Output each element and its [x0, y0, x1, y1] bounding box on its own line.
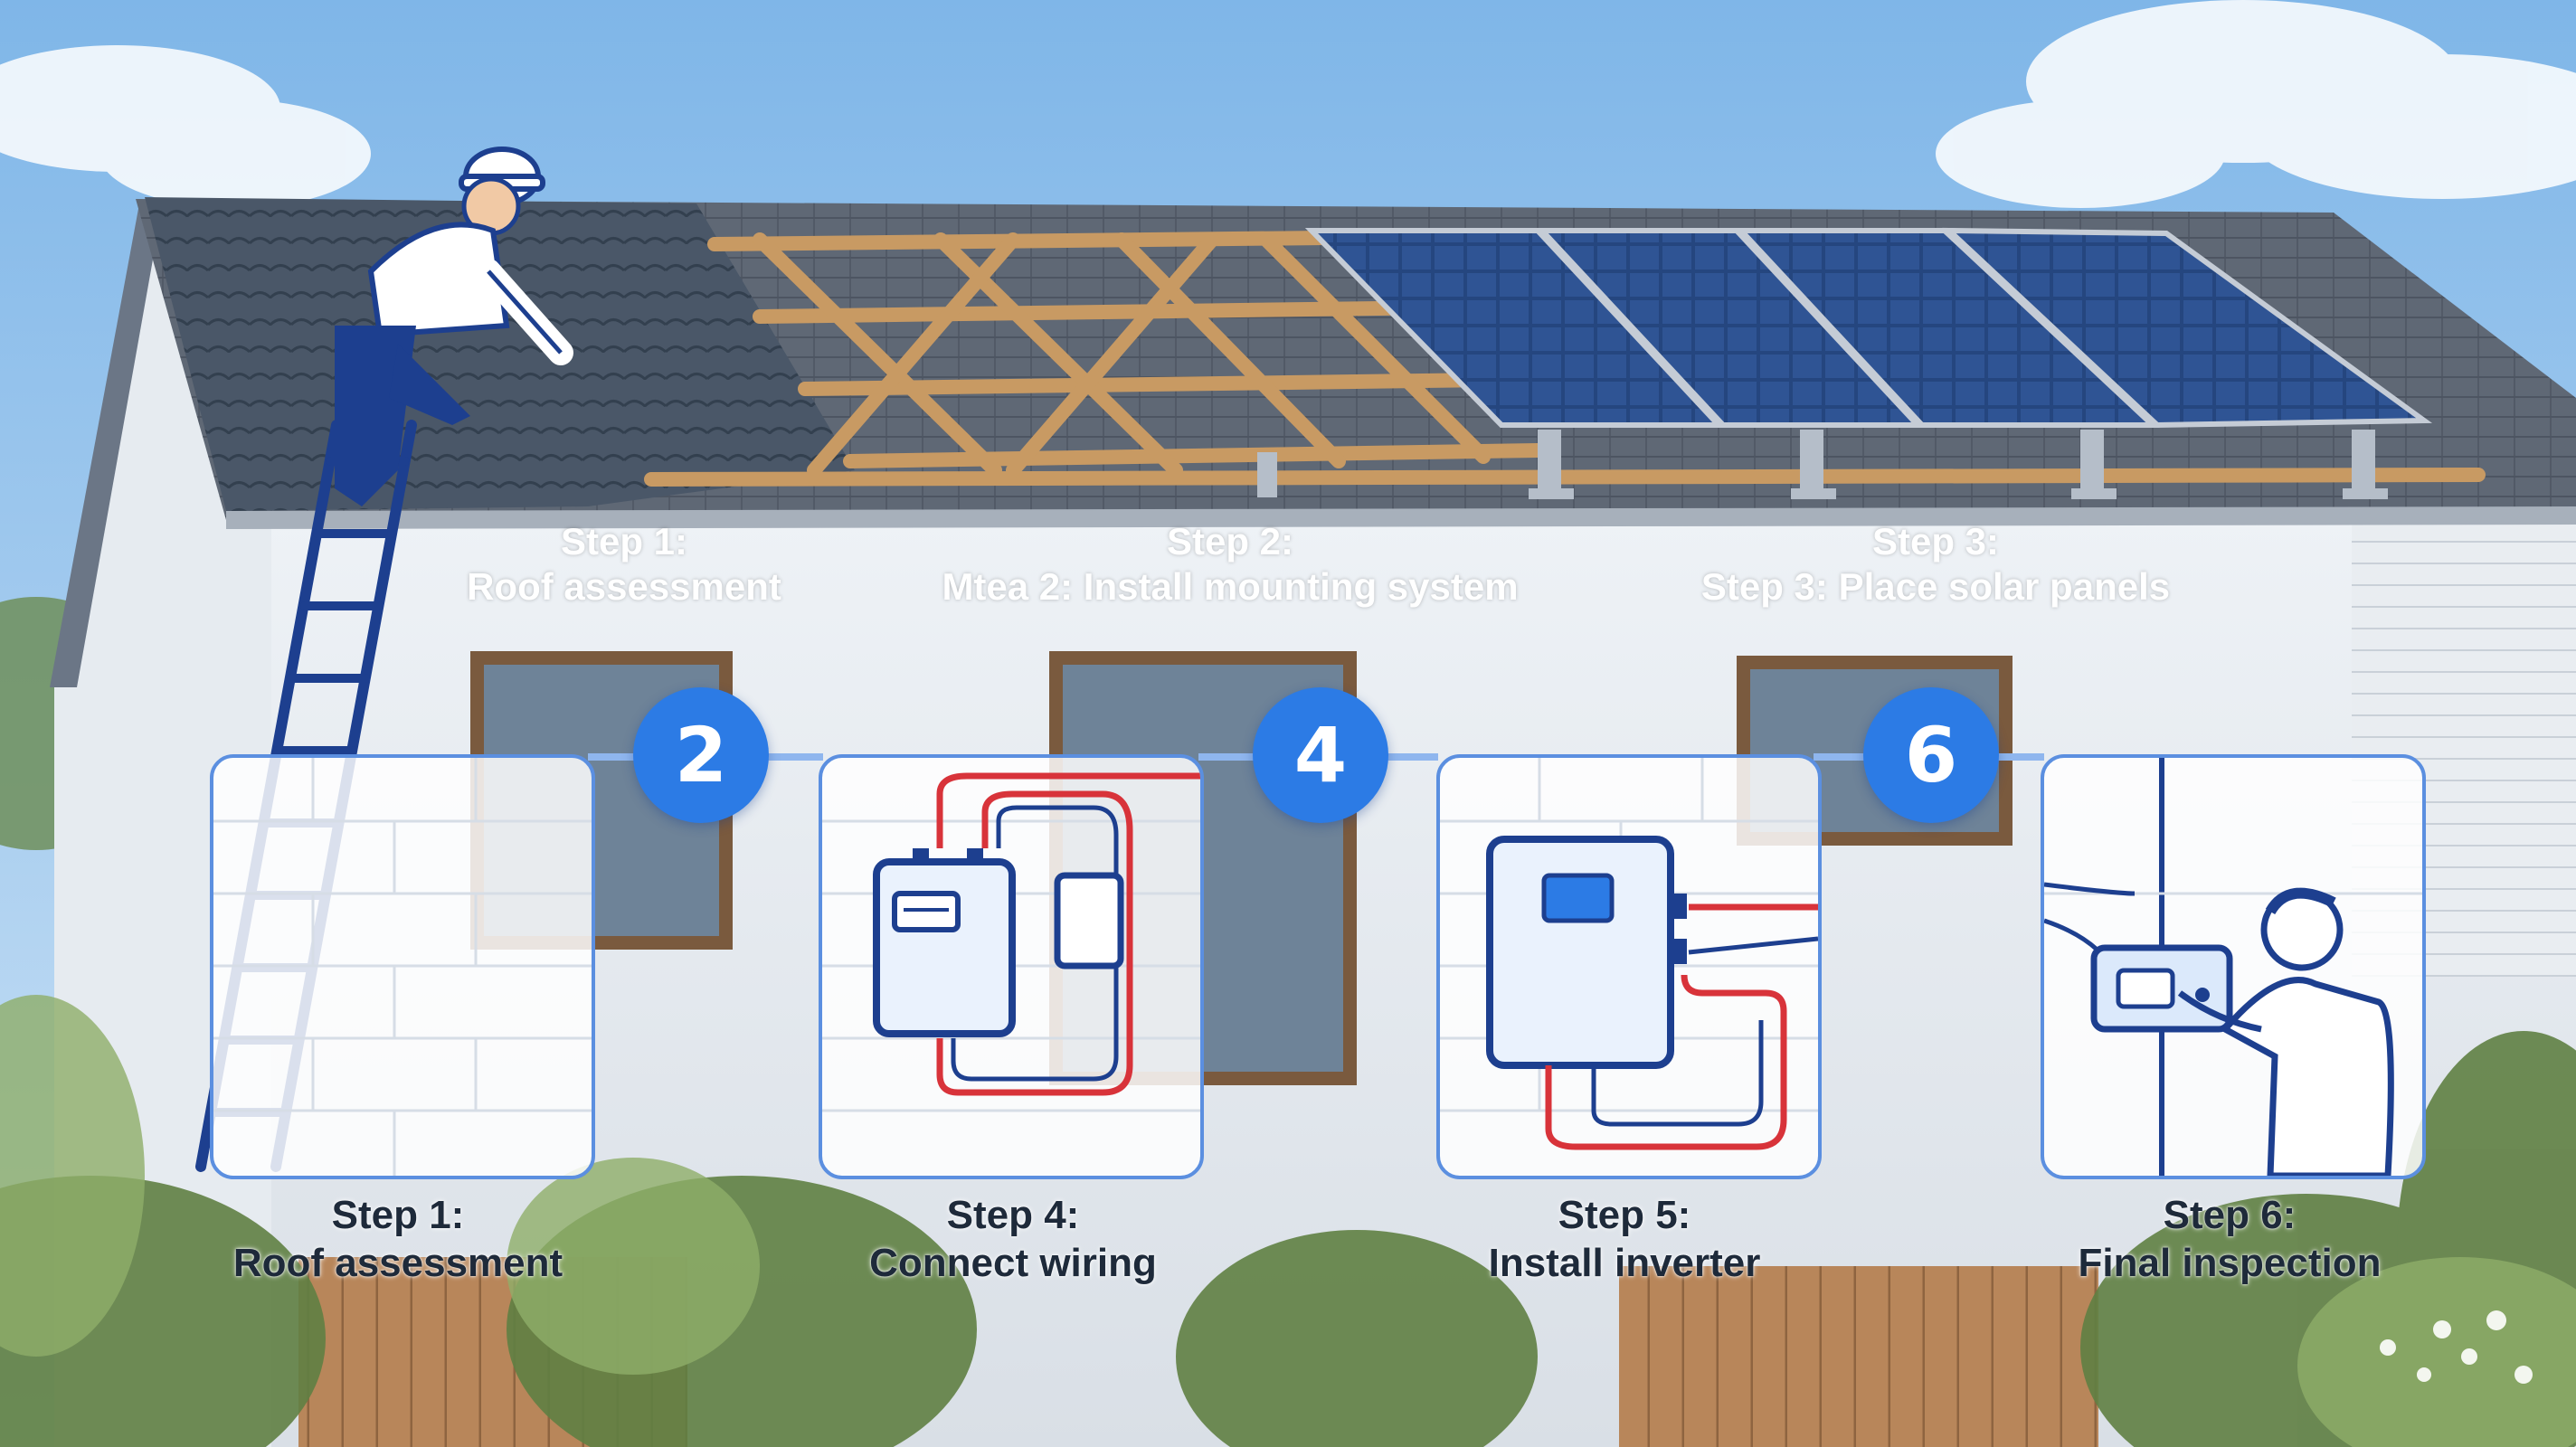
- bottom-step-5-title: Step 5:: [1558, 1193, 1691, 1237]
- step-badge-6: 6: [1863, 687, 1999, 823]
- top-step-2-subtitle: Mtea 2: Install mounting system: [942, 565, 1519, 609]
- step-1-card: [210, 754, 595, 1179]
- meter-wiring-icon: [822, 772, 1200, 1112]
- bottom-step-1-caption: Step 1: Roof assessment: [181, 1192, 615, 1288]
- bottom-step-1-subtitle: Roof assessment: [232, 1240, 564, 1285]
- step-badge-2: 2: [633, 687, 769, 823]
- step-5-card: [1436, 754, 1822, 1179]
- bottom-step-4-caption: Step 4: Connect wiring: [796, 1192, 1230, 1288]
- top-step-3-caption: Step 3: Step 3: Place solar panels: [1628, 519, 2243, 610]
- top-step-3-subtitle: Step 3: Place solar panels: [1700, 565, 2171, 609]
- bottom-step-5-subtitle: Install inverter: [1488, 1240, 1761, 1285]
- step-6-card: [2041, 754, 2426, 1179]
- top-step-1-title: Step 1:: [560, 520, 688, 563]
- top-step-1-caption: Step 1: Roof assessment: [407, 519, 841, 610]
- bottom-step-6-title: Step 6:: [2163, 1193, 2297, 1237]
- inspector-icon: [2044, 758, 2422, 1176]
- bottom-step-4-subtitle: Connect wiring: [869, 1240, 1157, 1285]
- bottom-step-6-caption: Step 6: Final inspection: [2012, 1192, 2447, 1288]
- brick-wall-icon: [213, 758, 592, 1176]
- top-step-3-title: Step 3:: [1871, 520, 2000, 563]
- top-step-1-subtitle: Roof assessment: [467, 565, 781, 609]
- step-badge-4: 4: [1253, 687, 1388, 823]
- top-step-2-caption: Step 2: Mtea 2: Install mounting system: [886, 519, 1574, 610]
- bottom-step-1-title: Step 1:: [331, 1193, 465, 1237]
- step-4-card: [819, 754, 1204, 1179]
- bottom-step-5-caption: Step 5: Install inverter: [1407, 1192, 1842, 1288]
- bottom-step-4-title: Step 4:: [946, 1193, 1080, 1237]
- bottom-step-6-subtitle: Final inspection: [2078, 1240, 2382, 1285]
- inverter-icon: [1440, 758, 1818, 1150]
- top-step-2-title: Step 2:: [1166, 520, 1294, 563]
